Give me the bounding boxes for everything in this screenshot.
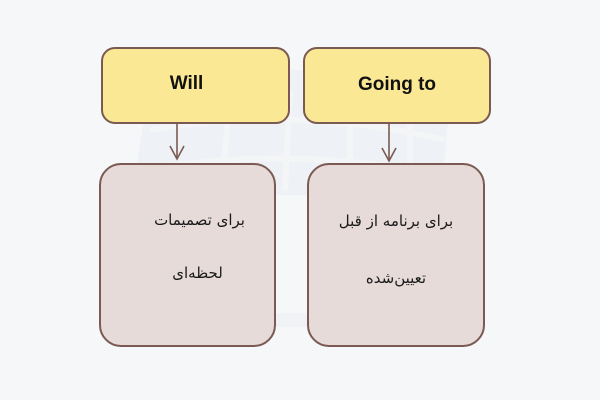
going-to-description-line-1: برای برنامه از قبل: [338, 212, 454, 230]
going-to-description-box: برای برنامه از قبل تعیین‌شده: [307, 163, 485, 347]
will-header-box: Will: [101, 47, 290, 124]
will-label: Will: [169, 72, 204, 94]
arrow-down-icon: [169, 124, 185, 161]
going-to-header-box: Going to: [303, 47, 491, 124]
going-to-description-line-2: تعیین‌شده: [365, 269, 427, 287]
will-description-line-1: برای تصمیمات: [154, 211, 245, 229]
arrow-down-icon: [381, 124, 397, 163]
going-to-label: Going to: [357, 73, 437, 95]
will-description-line-2: لحظه‌ای: [172, 264, 223, 282]
will-description-box: برای تصمیمات لحظه‌ای: [99, 163, 276, 347]
